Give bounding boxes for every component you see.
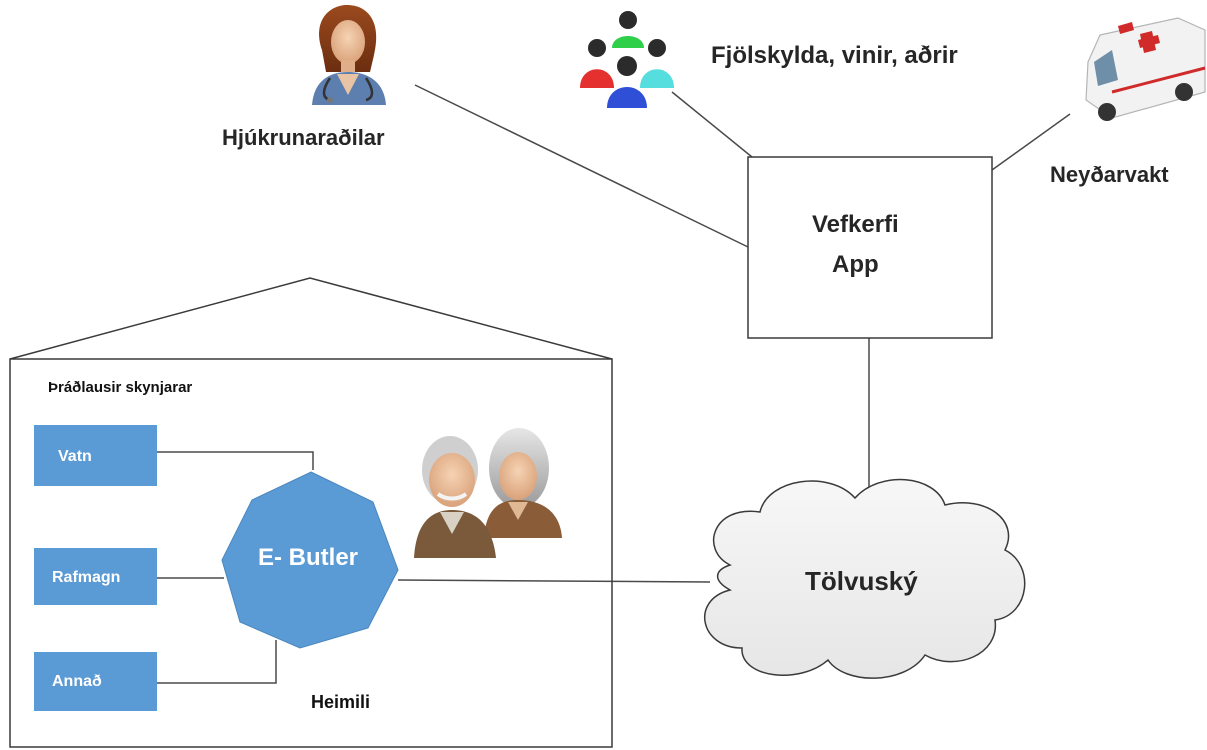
connector-family-web	[671, 91, 753, 158]
sensors-title: Þráðlausir skynjarar	[48, 379, 192, 396]
sensor-vatn[interactable]: Vatn	[34, 425, 157, 486]
connector-vatn-hub	[157, 451, 314, 470]
home-house-outline	[9, 277, 613, 748]
web-system-line1: Vefkerfi	[812, 211, 899, 238]
connector-emergency-web	[991, 113, 1071, 171]
emergency-label: Neyðarvakt	[1050, 162, 1169, 187]
nurse-icon	[312, 5, 386, 105]
web-system-line2: App	[832, 251, 879, 278]
home-label: Heimili	[311, 692, 370, 712]
nurses-label: Hjúkrunaraðilar	[222, 125, 385, 150]
cloud-shape[interactable]	[703, 478, 1026, 679]
sensor-vatn-label: Vatn	[58, 448, 92, 465]
sensor-annad[interactable]: Annað	[34, 652, 157, 711]
connector-hub-cloud	[397, 579, 711, 583]
sensor-annad-label: Annað	[52, 673, 102, 690]
web-system-box[interactable]	[747, 156, 993, 339]
connectors	[157, 84, 1071, 684]
family-group-icon	[580, 11, 674, 108]
sensor-rafmagn[interactable]: Rafmagn	[34, 548, 157, 605]
cloud-label: Tölvuský	[805, 566, 918, 596]
connector-annad-hub	[157, 640, 277, 684]
e-butler-label: E- Butler	[258, 544, 358, 571]
e-butler-hub[interactable]: E- Butler	[221, 471, 399, 649]
elderly-couple-icon	[414, 428, 562, 558]
family-label: Fjölskylda, vinir, aðrir	[711, 42, 958, 69]
ambulance-icon	[1085, 17, 1206, 121]
connector-nurses-web	[414, 84, 749, 248]
sensor-rafmagn-label: Rafmagn	[52, 569, 120, 586]
